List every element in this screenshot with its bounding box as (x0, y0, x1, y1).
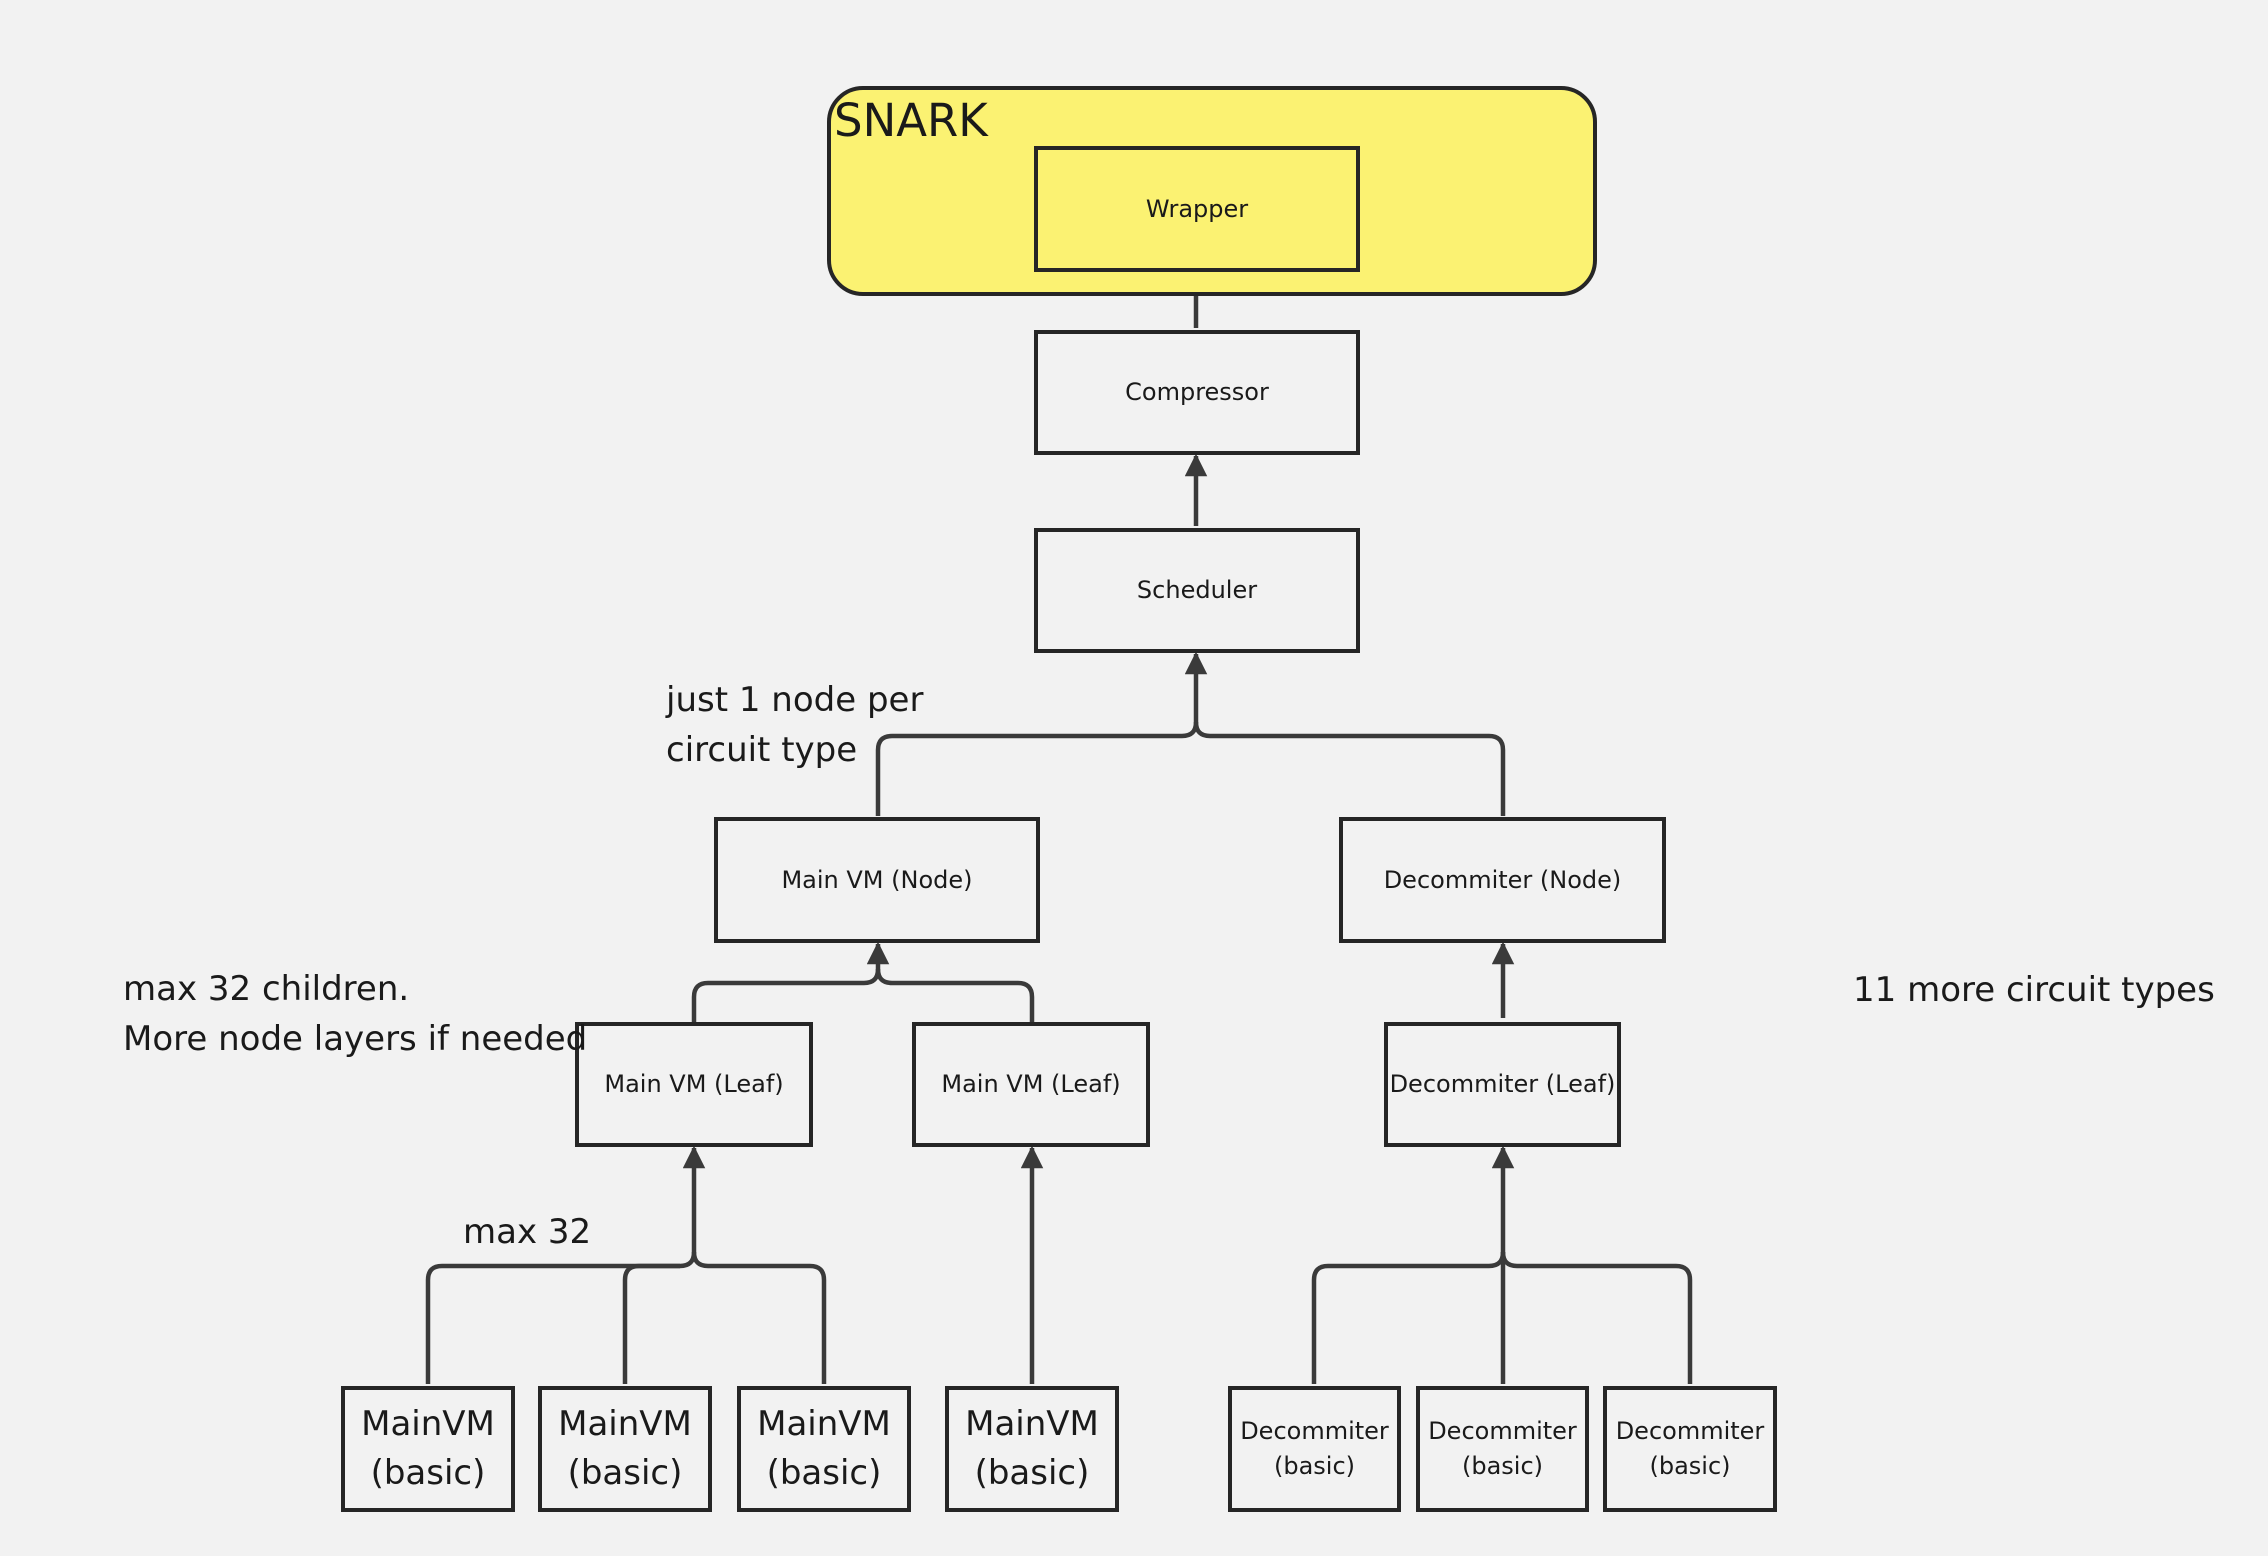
edge-mainvm-leaf2-to-node (875, 968, 1035, 1022)
scheduler-node[interactable]: Scheduler (1034, 528, 1360, 653)
main-vm-leaf-1-label: Main VM (Leaf) (604, 1070, 784, 1099)
note-node-per-type-line1: just 1 node per (666, 680, 924, 720)
wrapper-label: Wrapper (1145, 194, 1249, 223)
decommiter-leaf[interactable]: Decommiter (Leaf) (1384, 1022, 1621, 1147)
decommiter-leaf-label: Decommiter (Leaf) (1389, 1070, 1616, 1099)
edge-mainvm-basic3-to-leaf1 (691, 1251, 827, 1384)
mainvm-basic-line1: MainVM (965, 1403, 1099, 1444)
main-vm-leaf-2-label: Main VM (Leaf) (941, 1070, 1121, 1099)
decommiter-basic-line1: Decommiter (1615, 1417, 1765, 1446)
mainvm-basic-4[interactable]: MainVM (basic) (945, 1386, 1119, 1512)
decommiter-basic-line2: (basic) (1273, 1452, 1356, 1480)
scheduler-label: Scheduler (1136, 576, 1258, 605)
edge-mainvm-node-to-scheduler (875, 651, 1208, 816)
compressor-node[interactable]: Compressor (1034, 330, 1360, 455)
decommiter-basic-1[interactable]: Decommiter (basic) (1228, 1386, 1401, 1512)
main-vm-node[interactable]: Main VM (Node) (714, 817, 1040, 943)
mainvm-basic-3[interactable]: MainVM (basic) (737, 1386, 911, 1512)
wrapper-node[interactable]: Wrapper (1034, 146, 1360, 272)
note-max-children-line1: max 32 children. (123, 969, 410, 1009)
edge-decommiter-basic3-to-leaf (1500, 1251, 1693, 1384)
main-vm-leaf-1[interactable]: Main VM (Leaf) (575, 1022, 813, 1147)
mainvm-basic-line2: (basic) (567, 1453, 683, 1493)
edge-decommiter-node-to-scheduler (1193, 721, 1506, 816)
snark-label: SNARK (834, 94, 988, 147)
note-node-per-type: just 1 node per circuit type (666, 675, 923, 775)
decommiter-basic-line1: Decommiter (1240, 1417, 1389, 1446)
decommiter-node[interactable]: Decommiter (Node) (1339, 817, 1666, 943)
main-vm-leaf-2[interactable]: Main VM (Leaf) (912, 1022, 1150, 1147)
mainvm-basic-line1: MainVM (361, 1403, 495, 1444)
note-max-children-line2: More node layers if needed (123, 1019, 588, 1059)
decommiter-basic-2[interactable]: Decommiter (basic) (1416, 1386, 1589, 1512)
compressor-label: Compressor (1125, 378, 1269, 407)
mainvm-basic-line1: MainVM (757, 1403, 891, 1444)
note-more-circuit-types: 11 more circuit types (1853, 970, 2215, 1010)
note-node-per-type-line2: circuit type (666, 730, 858, 770)
note-max-children: max 32 children. More node layers if nee… (123, 964, 587, 1064)
edge-mainvm-leaf1-to-node (691, 941, 890, 1022)
mainvm-basic-1[interactable]: MainVM (basic) (341, 1386, 515, 1512)
edge-decommiter-basic1-to-leaf (1311, 1145, 1515, 1384)
mainvm-basic-2[interactable]: MainVM (basic) (538, 1386, 712, 1512)
decommiter-node-label: Decommiter (Node) (1383, 865, 1622, 894)
mainvm-basic-line2: (basic) (766, 1453, 882, 1493)
decommiter-basic-line1: Decommiter (1428, 1417, 1577, 1446)
edge-mainvm-basic2-to-leaf1 (622, 1263, 680, 1384)
main-vm-node-label: Main VM (Node) (781, 865, 973, 894)
note-max-32: max 32 (463, 1212, 592, 1252)
decommiter-basic-line2: (basic) (1649, 1452, 1731, 1480)
mainvm-basic-line1: MainVM (558, 1403, 692, 1444)
decommiter-basic-3[interactable]: Decommiter (basic) (1603, 1386, 1777, 1512)
mainvm-basic-line2: (basic) (974, 1453, 1090, 1493)
mainvm-basic-line2: (basic) (370, 1453, 486, 1493)
decommiter-basic-line2: (basic) (1461, 1452, 1544, 1480)
